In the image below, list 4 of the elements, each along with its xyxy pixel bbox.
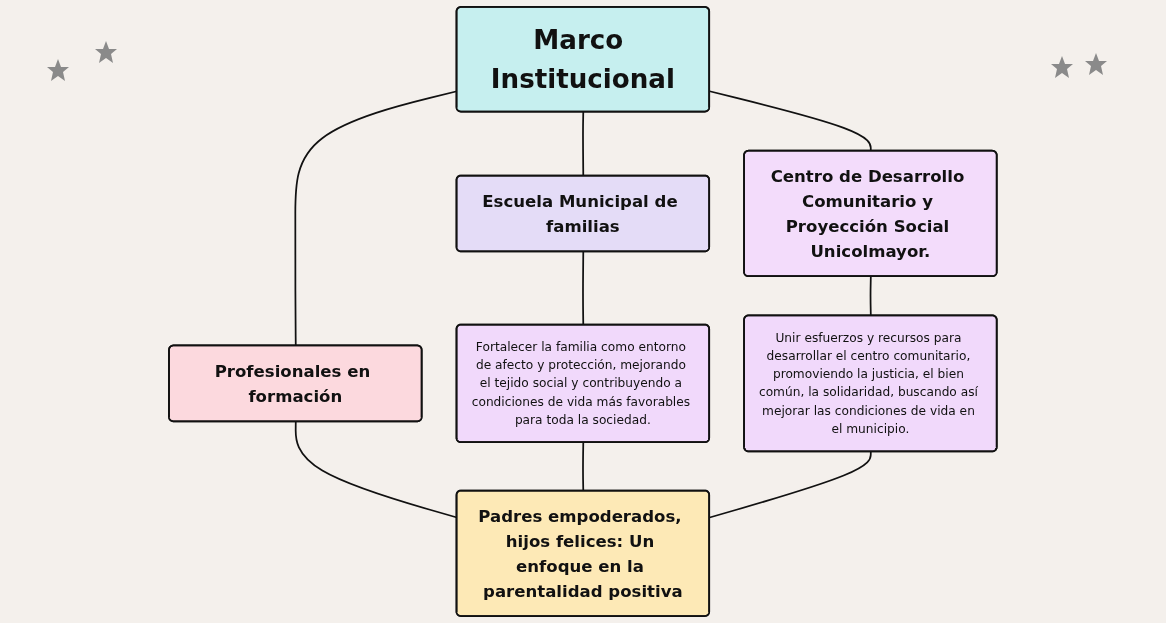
connector [582, 111, 585, 177]
connector [582, 441, 585, 492]
connector [869, 275, 872, 317]
connector [582, 250, 585, 326]
